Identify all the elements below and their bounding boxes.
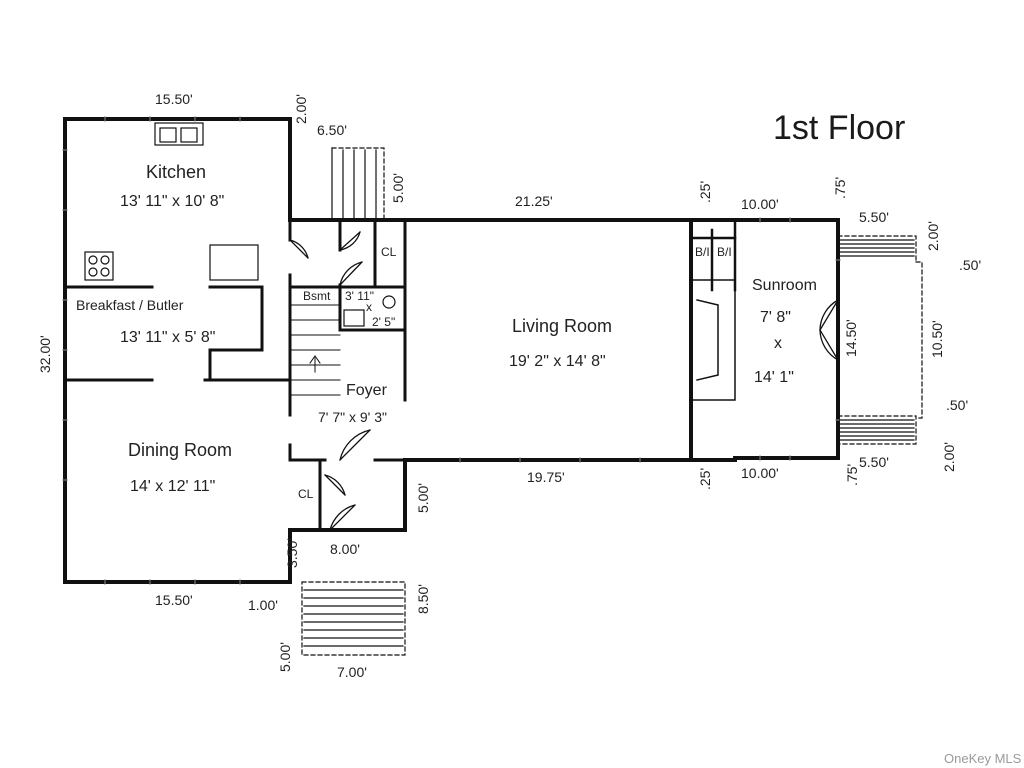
dim-foyer-3-50: 3.50' xyxy=(284,538,300,568)
sunroom-decks xyxy=(837,235,923,445)
room-name-closet-lower: CL xyxy=(298,487,314,501)
room-size-sunroom-x: x xyxy=(774,335,782,352)
room-size-dining: 14' x 12' 11" xyxy=(130,478,216,495)
room-name-foyer: Foyer xyxy=(346,382,387,399)
dim-bot-25: .25' xyxy=(697,467,713,490)
dim-stoop-7-00: 7.00' xyxy=(337,664,367,680)
room-name-living: Living Room xyxy=(512,316,613,336)
dim-stoop-5-00: 5.00' xyxy=(277,642,293,672)
dim-sun-top-75: .75' xyxy=(832,176,848,199)
dim-sun-14-50: 14.50' xyxy=(843,319,859,357)
room-name-dining: Dining Room xyxy=(128,440,233,460)
exterior-walls xyxy=(63,117,840,584)
watermark-text: OneKey MLS xyxy=(944,751,1022,766)
dim-top-2-00: 2.00' xyxy=(293,94,309,124)
room-size-bath-b: 2' 5" xyxy=(372,315,396,329)
dim-foyer-5-00: 5.00' xyxy=(415,483,431,513)
dim-deck-50-top: .50' xyxy=(959,257,982,273)
dim-sun-bot-75: .75' xyxy=(844,463,860,486)
dim-top-25: .25' xyxy=(697,180,713,203)
dim-sun-bot-10-00: 10.00' xyxy=(741,465,779,481)
room-size-bath-a: 3' 11" xyxy=(345,289,375,303)
door-swings xyxy=(289,231,839,531)
dim-deck-bot-5-50: 5.50' xyxy=(859,454,889,470)
rear-steps xyxy=(331,147,385,219)
dim-deck-top-2-00: 2.00' xyxy=(925,221,941,251)
dim-deck-bot-2-00: 2.00' xyxy=(941,442,957,472)
dim-left-32-00: 32.00' xyxy=(37,335,53,373)
basement-stairs xyxy=(289,304,341,396)
room-name-bsmt: Bsmt xyxy=(303,289,331,303)
room-size-living: 19' 2" x 14' 8" xyxy=(509,353,606,370)
room-size-sunroom-width: 7' 8" xyxy=(760,309,791,326)
dim-stair-5-00: 5.00' xyxy=(390,173,406,203)
dim-sun-top-10-00: 10.00' xyxy=(741,196,779,212)
dim-deck-10-50: 10.50' xyxy=(929,320,945,358)
fireplace xyxy=(690,279,736,401)
dim-bottom-1-00: 1.00' xyxy=(248,597,278,613)
builtin-label-2: B/I xyxy=(717,245,732,259)
room-name-kitchen: Kitchen xyxy=(146,162,207,182)
interior-walls xyxy=(63,218,407,532)
front-stoop xyxy=(301,581,406,656)
dim-top-15-50: 15.50' xyxy=(155,91,193,107)
dim-foyer-8-00: 8.00' xyxy=(330,541,360,557)
floor-title: 1st Floor xyxy=(773,109,906,147)
room-size-kitchen: 13' 11" x 10' 8" xyxy=(120,193,225,210)
dim-deck-top-5-50: 5.50' xyxy=(859,209,889,225)
dim-stoop-8-50: 8.50' xyxy=(415,584,431,614)
room-size-foyer: 7' 7" x 9' 3" xyxy=(318,409,387,425)
room-name-breakfast: Breakfast / Butler xyxy=(76,297,184,313)
room-size-breakfast: 13' 11" x 5' 8" xyxy=(120,329,216,346)
dim-living-21-25: 21.25' xyxy=(515,193,553,209)
dim-top-6-50: 6.50' xyxy=(317,122,347,138)
room-name-closet-upper: CL xyxy=(381,245,397,259)
dim-bottom-15-50: 15.50' xyxy=(155,592,193,608)
dim-deck-50-bot: .50' xyxy=(946,397,969,413)
window-marks xyxy=(62,116,841,585)
bath-fixtures xyxy=(343,295,396,327)
room-name-sunroom: Sunroom xyxy=(752,277,817,294)
kitchen-fixtures xyxy=(84,122,259,281)
room-size-sunroom-length: 14' 1" xyxy=(754,369,794,386)
builtin-label-1: B/I xyxy=(695,245,710,259)
dim-living-19-75: 19.75' xyxy=(527,469,565,485)
room-size-bath-x: x xyxy=(366,300,372,314)
